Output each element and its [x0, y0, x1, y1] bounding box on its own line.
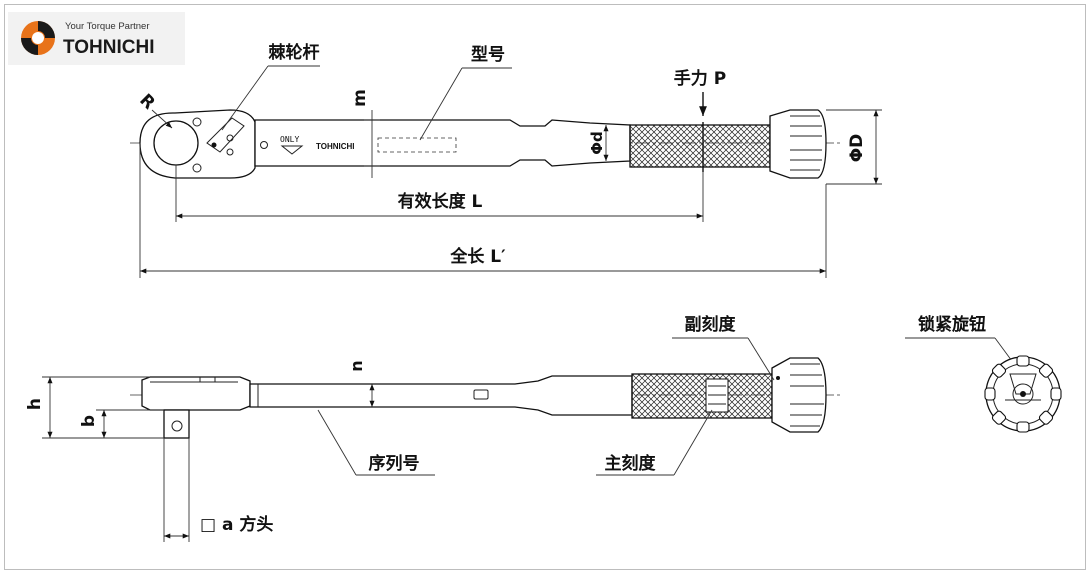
head-screw-top: [192, 117, 202, 127]
wrench-body-top: [254, 119, 631, 167]
body-brand-mark: TOHNICHI: [316, 142, 355, 151]
logo-tagline: Your Torque Partner: [65, 21, 150, 32]
square-drive-label: □ a 方头: [200, 514, 273, 535]
square-drive-hole: [153, 120, 199, 166]
ratchet-lever: [206, 117, 245, 153]
serial-plate: [473, 389, 489, 400]
only-mark: ONLY: [280, 135, 299, 144]
model-label: 型号: [471, 44, 505, 65]
head-screw-bottom: [192, 163, 202, 173]
lock-knob-end-icon: [984, 355, 1062, 433]
sub-scale-label: 副刻度: [685, 314, 737, 335]
effective-length-label: 有效长度 L: [398, 191, 483, 212]
lock-knob-label: 锁紧旋钮: [918, 314, 986, 335]
dimension-h-label: h: [25, 398, 45, 410]
overall-length-label: 全长 L′: [449, 246, 506, 267]
dimension-D-label: ΦD: [847, 134, 867, 163]
end-view: 锁紧旋钮: [905, 314, 1062, 433]
serial-number-label: 序列号: [369, 453, 420, 474]
side-knurled-grip: [631, 373, 773, 419]
logo: Your Torque Partner TOHNICHI: [8, 12, 185, 65]
side-lock-knob: [771, 357, 827, 433]
square-drive: [163, 409, 190, 439]
dimension-b-label: b: [79, 415, 99, 427]
diagram-frame: [4, 4, 1086, 570]
logo-mark-icon: [21, 21, 55, 55]
ratchet-lever-label: 棘轮杆: [269, 42, 320, 63]
lock-knob-top: [769, 109, 827, 179]
side-view: n h b □ a 方头 序列号 主刻度 副刻度: [25, 314, 840, 542]
model-plate: [377, 137, 457, 153]
top-view: ONLY TOHNICHI m Φd ΦD R: [130, 42, 882, 278]
hand-force-label: 手力 P: [674, 68, 726, 89]
wrench-body-side: [249, 375, 633, 416]
main-scale-label: 主刻度: [605, 453, 657, 474]
dimension-d-label: Φd: [588, 131, 606, 155]
direction-arrow-icon: [280, 145, 304, 155]
knurled-grip: [629, 124, 771, 168]
dimension-m-label: m: [350, 89, 370, 107]
logo-brand: TOHNICHI: [63, 37, 154, 58]
dimension-n-label: n: [347, 360, 366, 371]
radius-label: R: [135, 90, 158, 113]
